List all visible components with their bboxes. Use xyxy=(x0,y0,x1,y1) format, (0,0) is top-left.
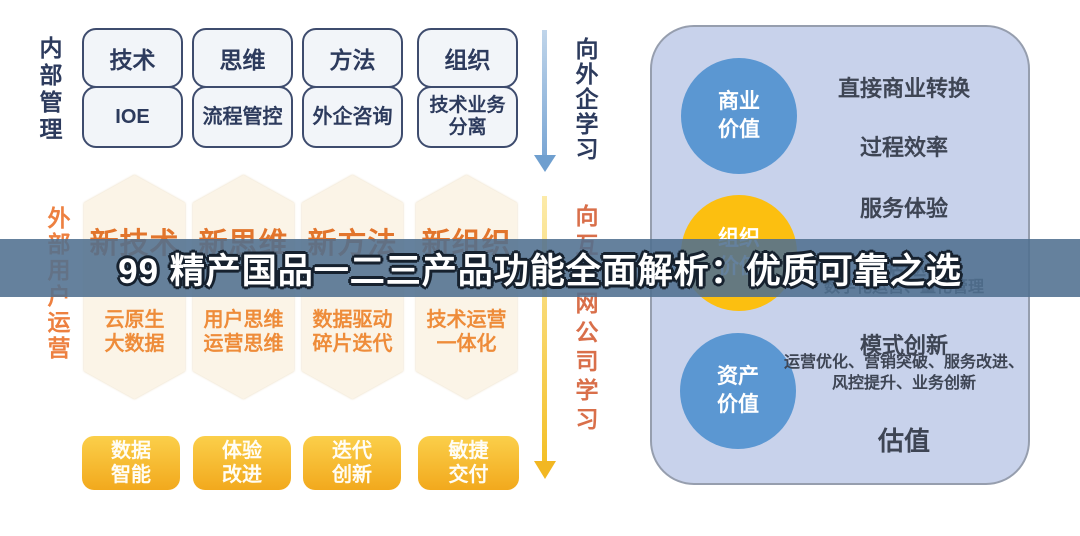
bottom-box-data-intelligence: 数据 智能 xyxy=(82,436,180,490)
top-box-organization: 组织 xyxy=(417,28,518,88)
top-box-thinking: 思维 xyxy=(192,28,293,88)
blue-down-arrowhead-icon xyxy=(534,155,556,172)
business-value-circle: 商业 价值 xyxy=(681,58,797,174)
top-box-process: 流程管控 xyxy=(192,86,293,148)
label-service-experience: 服务体验 xyxy=(859,196,948,221)
top-box-method: 方法 xyxy=(302,28,403,88)
bottom-box-experience: 体验 改进 xyxy=(193,436,291,490)
label-operation-optimization: 运营优化、营销突破、服务改进、 风控提升、业务创新 xyxy=(783,354,1024,392)
banner-title: 99 精产国品一二三产品功能全面解析：优质可靠之选 xyxy=(118,251,962,291)
top-box-ioe: IOE xyxy=(82,86,183,148)
yellow-down-arrow-icon xyxy=(542,196,547,462)
asset-value-circle: 资产 价值 xyxy=(680,333,796,449)
hexagon-subtitle: 云原生 大数据 xyxy=(104,309,165,356)
bottom-box-iteration: 迭代 创新 xyxy=(303,436,401,490)
hexagon-subtitle: 技术运营 一体化 xyxy=(426,309,507,356)
top-box-consulting: 外企咨询 xyxy=(302,86,403,148)
bottom-box-agile-delivery: 敏捷 交付 xyxy=(418,436,519,490)
blue-down-arrow-icon xyxy=(542,30,547,157)
internal-management-label: 内部管理 xyxy=(36,36,62,144)
label-direct-commercial-conversion: 直接商业转换 xyxy=(837,76,970,101)
label-valuation: 估值 xyxy=(877,426,930,456)
yellow-down-arrowhead-icon xyxy=(534,461,556,479)
label-process-efficiency: 过程效率 xyxy=(859,135,948,160)
top-box-separation: 技术业务 分离 xyxy=(417,86,518,148)
hexagon-subtitle: 用户思维 运营思维 xyxy=(203,309,284,356)
label-model-innovation: 模式创新 xyxy=(859,333,948,358)
top-box-tech: 技术 xyxy=(82,28,183,88)
overlay-banner: 99 精产国品一二三产品功能全面解析：优质可靠之选 xyxy=(0,239,1080,297)
learn-from-foreign-label: 向外企学习 xyxy=(572,37,598,162)
hexagon-subtitle: 数据驱动 碎片迭代 xyxy=(312,309,393,356)
